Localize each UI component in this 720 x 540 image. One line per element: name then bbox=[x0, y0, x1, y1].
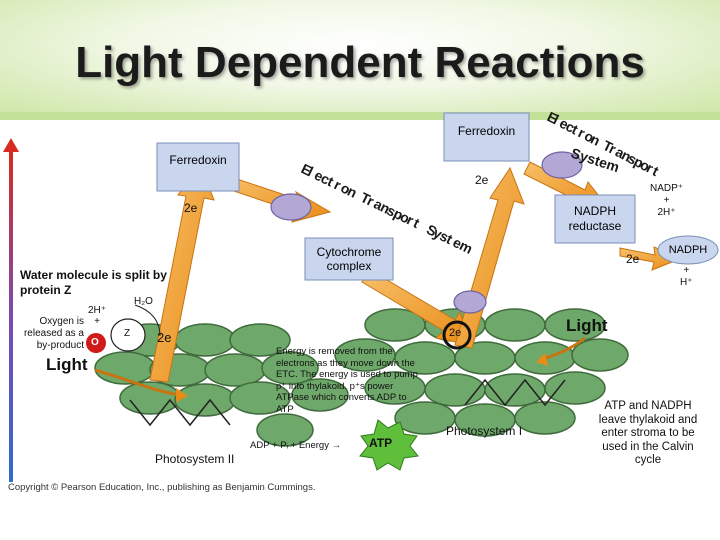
h2o-label: H₂O bbox=[134, 296, 153, 307]
nadph-plus-h-label: + H⁺ bbox=[680, 265, 693, 288]
oxygen-note: Oxygen is released as a by-product bbox=[23, 316, 84, 351]
h2o-arrow bbox=[134, 304, 161, 337]
etc-arc-letter: t bbox=[325, 173, 337, 190]
nadph-label: NADPH bbox=[668, 244, 708, 256]
oxygen-molecule-icon bbox=[86, 333, 106, 353]
etc-arc-letter: t bbox=[444, 231, 456, 248]
ferredoxin-left-label: Ferredoxin bbox=[169, 153, 227, 167]
energy-axis-arrow bbox=[3, 138, 19, 482]
nadp-plus-label: NADP⁺ + 2H⁺ bbox=[650, 183, 684, 218]
two-e-photosystem1: 2e bbox=[449, 327, 462, 339]
ferredoxin-right-box bbox=[443, 112, 530, 162]
page-title: Light Dependent Reactions bbox=[75, 38, 645, 87]
two-e-left: 2e bbox=[184, 201, 198, 215]
light-arrow-left bbox=[94, 368, 188, 402]
ferredoxin-right-label: Ferredoxin bbox=[457, 124, 516, 138]
adp-equation: ADP + Pᵢ + Energy → bbox=[250, 440, 342, 451]
copyright-note: Copyright © Pearson Education, Inc., pub… bbox=[8, 482, 316, 493]
two-e-nadph: 2e bbox=[626, 252, 640, 266]
protein-z-label: Z bbox=[124, 328, 131, 339]
etc-arc-letter: t bbox=[411, 215, 423, 232]
two-e-photosystem2: 2e bbox=[157, 330, 172, 345]
carrier-ovals bbox=[270, 151, 583, 314]
cytochrome-complex-label: Cytochrome complex bbox=[316, 245, 382, 273]
oxygen-symbol: O bbox=[91, 337, 99, 348]
cytochrome-complex-box bbox=[304, 237, 394, 281]
light-wave-right bbox=[464, 378, 566, 407]
etc-arc-letter: l bbox=[551, 112, 562, 128]
atp-label: ATP bbox=[369, 436, 393, 450]
two-h-plus-label: 2H⁺ + bbox=[88, 305, 107, 327]
energy-note: Energy is removed from the electrons as … bbox=[276, 346, 418, 415]
water-split-label: Water molecule is split by protein Z bbox=[20, 268, 167, 297]
ferredoxin-left-box bbox=[156, 142, 240, 192]
etc-arc-letter: t bbox=[569, 121, 581, 138]
electron-circle-marker bbox=[442, 320, 472, 350]
two-e-middle: 2e bbox=[475, 173, 489, 187]
etc-arc-letter: t bbox=[650, 163, 662, 180]
nadph-reductase-label: NADPH reductase bbox=[568, 204, 622, 233]
light-right-label: Light bbox=[566, 316, 608, 335]
nadph-reductase-box bbox=[554, 194, 636, 244]
photosystem-2-label: Photosystem II bbox=[155, 452, 235, 466]
nadph-oval bbox=[657, 235, 719, 265]
light-arrow-right bbox=[536, 336, 586, 366]
protein-z-oval bbox=[110, 318, 146, 352]
light-wave-left bbox=[129, 398, 231, 427]
atp-starburst bbox=[359, 419, 419, 471]
header-strip bbox=[0, 112, 720, 120]
etc-arc-letter: l bbox=[305, 164, 316, 180]
light-left-label: Light bbox=[46, 355, 88, 374]
photosystem-1-label: Photosystem I bbox=[446, 424, 523, 438]
atp-nadph-note: ATP and NADPH leave thylakoid and enter … bbox=[598, 400, 698, 466]
title-band bbox=[0, 0, 720, 112]
